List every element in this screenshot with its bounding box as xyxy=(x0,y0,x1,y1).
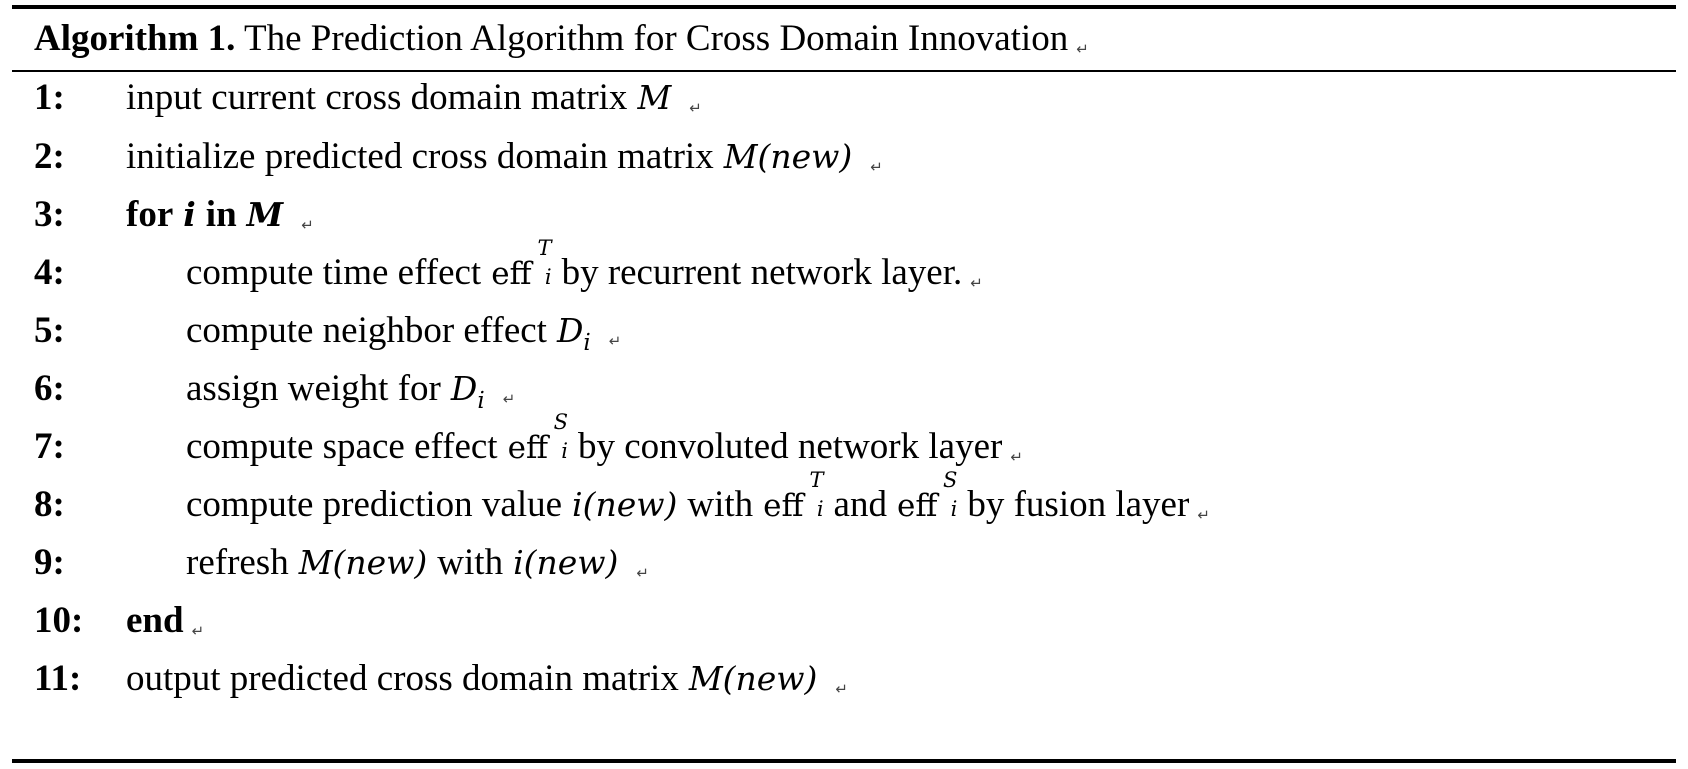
paragraph-mark-icon: ↵ xyxy=(608,332,622,350)
loop-set: M xyxy=(246,195,284,234)
effect-base: eff xyxy=(491,256,532,292)
effect-subscript: i xyxy=(950,497,958,521)
effect-superscript: T xyxy=(537,236,552,260)
effect-subscript: i xyxy=(816,497,824,521)
effect-superscript: S xyxy=(942,468,958,492)
line-number: 1: xyxy=(34,77,65,118)
line-number: 4: xyxy=(34,252,65,293)
keyword-in: in xyxy=(205,194,237,235)
line-body: end ↵ xyxy=(126,590,204,662)
effect-base: eff xyxy=(896,488,938,524)
effect-base: eff xyxy=(763,488,804,524)
paragraph-mark-icon: ↵ xyxy=(636,564,649,582)
line-text: by fusion layer xyxy=(967,484,1190,525)
line-number: 2: xyxy=(34,136,65,177)
bottom-rule xyxy=(12,759,1676,763)
algorithm-box: Algorithm 1. The Prediction Algorithm fo… xyxy=(12,0,1676,769)
math-symbol: i(new) xyxy=(513,543,619,582)
line-text: initialize predicted cross domain matrix xyxy=(126,136,714,177)
paragraph-mark-icon: ↵ xyxy=(1010,448,1023,466)
math-symbol: M(new) xyxy=(688,659,818,698)
line-text: and xyxy=(833,484,887,525)
line-text: compute neighbor effect xyxy=(186,310,547,351)
line-number: 6: xyxy=(34,368,65,409)
paragraph-mark-icon: ↵ xyxy=(1076,40,1089,58)
line-body: initialize predicted cross domain matrix… xyxy=(126,126,883,198)
math-symbol: i(new) xyxy=(572,485,678,524)
algorithm-caption: Algorithm 1. The Prediction Algorithm fo… xyxy=(34,14,1089,74)
line-text: input current cross domain matrix xyxy=(126,77,628,118)
line-text: compute space effect xyxy=(186,426,498,467)
keyword-end: end xyxy=(126,600,184,641)
line-text: by convoluted network layer xyxy=(577,426,1003,467)
line-text: refresh xyxy=(186,542,289,583)
caption-label: Algorithm 1. xyxy=(34,18,236,59)
line-text: assign weight for xyxy=(186,368,441,409)
line-number: 10: xyxy=(34,600,84,641)
math-subscript: i xyxy=(583,330,591,356)
line-text: compute prediction value xyxy=(186,484,563,525)
paragraph-mark-icon: ↵ xyxy=(1197,506,1210,524)
line-number: 8: xyxy=(34,484,65,525)
math-symbol: Di xyxy=(450,369,485,414)
line-text: with xyxy=(437,542,504,583)
line-text: by recurrent network layer. xyxy=(561,252,963,293)
line-number: 7: xyxy=(34,426,65,467)
line-text: compute time effect xyxy=(186,252,482,293)
paragraph-mark-icon: ↵ xyxy=(689,99,702,117)
math-base: D xyxy=(556,311,584,350)
line-text: output predicted cross domain matrix xyxy=(126,658,679,699)
math-subscript: i xyxy=(477,388,485,414)
line-number: 11: xyxy=(34,658,82,699)
effect-base: eff xyxy=(507,430,548,466)
paragraph-mark-icon: ↵ xyxy=(970,274,983,292)
line-number: 3: xyxy=(34,194,65,235)
top-rule xyxy=(12,5,1676,9)
line-text: with xyxy=(687,484,754,525)
effect-superscript: T xyxy=(809,468,824,492)
math-base: D xyxy=(450,369,478,408)
caption-title: The Prediction Algorithm for Cross Domai… xyxy=(244,18,1069,59)
effect-superscript: S xyxy=(553,410,568,434)
effect-subscript: i xyxy=(544,265,552,289)
keyword-for: for xyxy=(126,194,174,235)
math-symbol: Di xyxy=(556,311,591,356)
line-number: 5: xyxy=(34,310,65,351)
line-number: 9: xyxy=(34,542,65,583)
loop-variable: i xyxy=(183,195,196,234)
math-symbol: M(new) xyxy=(723,137,853,176)
paragraph-mark-icon: ↵ xyxy=(870,158,883,176)
paragraph-mark-icon: ↵ xyxy=(835,680,848,698)
header-rule xyxy=(12,70,1676,72)
math-symbol: M xyxy=(637,78,672,117)
math-symbol: M(new) xyxy=(298,543,428,582)
paragraph-mark-icon: ↵ xyxy=(191,622,205,640)
effect-subscript: i xyxy=(561,439,568,463)
paragraph-mark-icon: ↵ xyxy=(502,390,516,408)
paragraph-mark-icon: ↵ xyxy=(301,216,314,234)
